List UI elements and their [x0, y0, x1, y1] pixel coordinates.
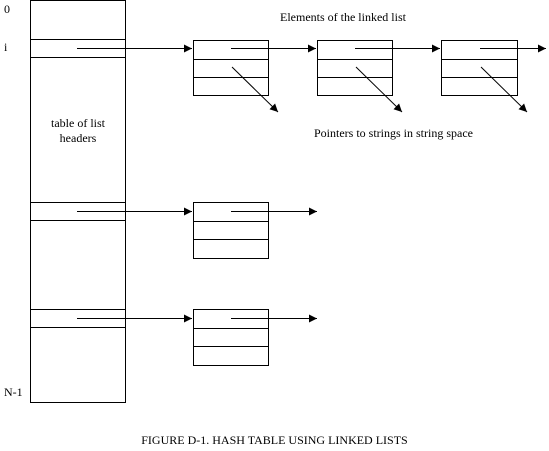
header-table	[30, 0, 126, 403]
index-label-first: 0	[4, 2, 10, 16]
arrow-string-pointer	[480, 66, 528, 113]
elements-label: Elements of the linked list	[280, 10, 406, 24]
table-label-line2: headers	[59, 131, 97, 145]
arrow-string-pointer	[355, 66, 403, 113]
pointers-label: Pointers to strings in string space	[314, 126, 473, 140]
list-node	[441, 40, 518, 96]
list-node	[317, 40, 393, 96]
index-label-last: N-1	[4, 385, 23, 399]
list-node	[193, 309, 269, 366]
index-label-i: i	[4, 40, 8, 54]
list-node	[193, 40, 269, 96]
table-label-line1: table of list	[51, 116, 105, 130]
figure-caption: FIGURE D-1. HASH TABLE USING LINKED LIST…	[141, 433, 408, 447]
list-node	[193, 202, 269, 259]
arrow-string-pointer	[231, 66, 279, 113]
